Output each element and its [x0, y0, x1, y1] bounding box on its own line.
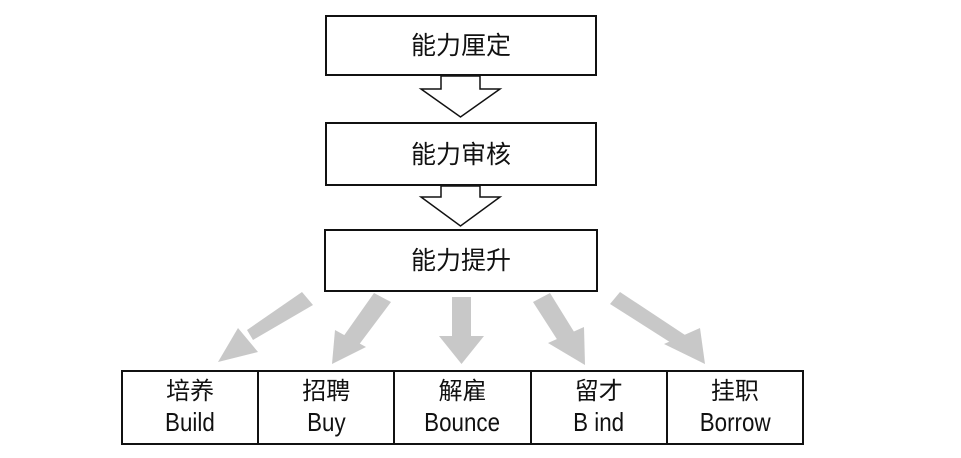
step-label: 能力提升: [410, 246, 511, 275]
option-en-label: Bounce: [424, 407, 501, 437]
down-arrow-1: [418, 75, 503, 118]
option-cell-buy: 招聘 Buy: [259, 372, 396, 443]
option-cn-label: 留才: [574, 377, 623, 406]
step-label: 能力厘定: [410, 31, 511, 60]
option-en-label: Build: [165, 407, 215, 437]
step-box-capability-improvement: 能力提升: [324, 229, 598, 292]
option-cn-label: 解雇: [438, 377, 487, 406]
option-en-label: Buy: [307, 407, 346, 437]
branch-arrow-bind: [533, 293, 585, 365]
branch-arrow-borrow: [610, 292, 705, 364]
option-cn-label: 招聘: [302, 377, 351, 406]
step-box-capability-review: 能力审核: [325, 122, 597, 186]
option-cell-bounce: 解雇 Bounce: [395, 372, 532, 443]
option-cell-borrow: 挂职 Borrow: [668, 372, 802, 443]
step-box-capability-definition: 能力厘定: [325, 15, 597, 76]
option-en-label: B ind: [573, 407, 625, 437]
option-cn-label: 挂职: [710, 377, 759, 406]
branch-arrow-bounce: [439, 297, 484, 364]
branch-arrow-build: [218, 292, 313, 362]
branch-arrow-buy: [332, 293, 391, 364]
option-en-label: Borrow: [699, 407, 771, 437]
down-arrow-2: [418, 185, 503, 227]
options-row: 培养 Build 招聘 Buy 解雇 Bounce 留才 B ind 挂职 Bo…: [121, 370, 804, 445]
step-label: 能力审核: [410, 139, 511, 169]
option-cn-label: 培养: [166, 377, 215, 406]
option-cell-build: 培养 Build: [123, 372, 260, 443]
option-cell-bind: 留才 B ind: [532, 372, 668, 443]
